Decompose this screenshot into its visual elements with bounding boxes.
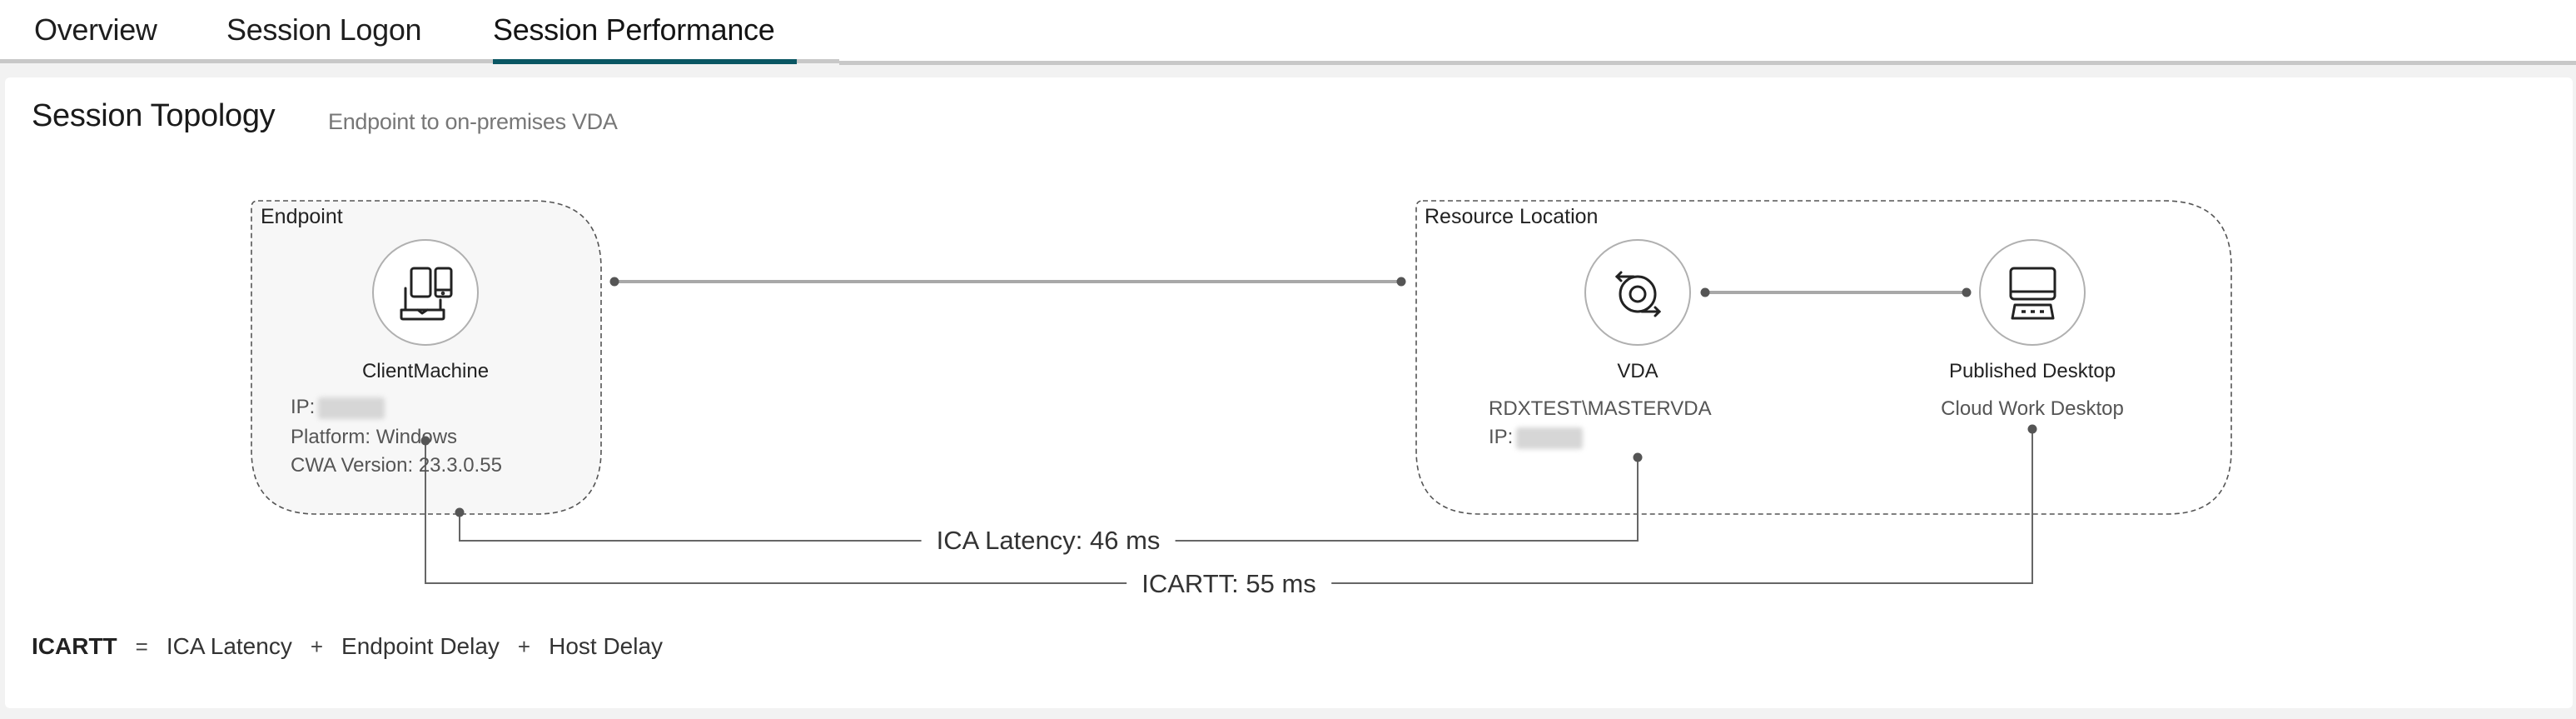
vda-ip-redacted xyxy=(1516,427,1584,449)
client-ip-label: IP: xyxy=(291,396,316,418)
icartt-end-dot xyxy=(2027,424,2037,434)
tab-session-logon[interactable]: Session Logon xyxy=(226,12,422,47)
ica-latency-start-dot xyxy=(455,507,465,517)
client-devices-icon xyxy=(400,267,453,321)
client-cwa-version: CWA Version: 23.3.0.55 xyxy=(291,454,502,477)
endpoint-group-box xyxy=(251,200,602,515)
client-ip: IP: xyxy=(291,396,385,419)
icartt-start-dot xyxy=(420,436,430,446)
connector-dot xyxy=(1700,287,1710,297)
resource-location-group-label: Resource Location xyxy=(1425,205,1599,228)
vda-machine: RDXTEST\MASTERVDA xyxy=(1489,397,1712,420)
ica-latency-end-dot xyxy=(1633,452,1643,462)
published-desktop-name: Published Desktop xyxy=(1948,360,2116,382)
active-tab-indicator xyxy=(493,59,797,64)
resource-location-group-box xyxy=(1415,200,2232,515)
vda-name: VDA xyxy=(1617,360,1658,382)
connector-dot xyxy=(1962,287,1972,297)
icartt-label: ICARTT: 55 ms xyxy=(1126,569,1331,599)
section-title: Session Topology xyxy=(32,98,276,133)
formula-plus: + xyxy=(517,633,531,659)
client-ip-redacted xyxy=(318,397,385,419)
vda-node[interactable] xyxy=(1584,239,1691,346)
endpoint-group-label: Endpoint xyxy=(261,205,343,228)
formula-equals: = xyxy=(135,633,148,659)
desktop-computer-icon xyxy=(2009,267,2056,320)
tab-bar: Overview Session Logon Session Performan… xyxy=(0,0,2576,61)
client-machine-name: ClientMachine xyxy=(361,360,490,382)
icartt-formula: ICARTT = ICA Latency + Endpoint Delay + … xyxy=(32,633,663,660)
tab-session-performance[interactable]: Session Performance xyxy=(493,12,775,47)
formula-result: ICARTT xyxy=(32,633,117,659)
tab-overview[interactable]: Overview xyxy=(34,12,157,47)
formula-term-ica-latency: ICA Latency xyxy=(166,633,292,659)
connector-dot xyxy=(609,277,619,287)
published-desktop-detail: Cloud Work Desktop xyxy=(1941,397,2124,420)
formula-term-endpoint-delay: Endpoint Delay xyxy=(341,633,500,659)
vda-ip: IP: xyxy=(1489,426,1584,449)
ica-latency-label: ICA Latency: 46 ms xyxy=(921,526,1176,556)
formula-term-host-delay: Host Delay xyxy=(549,633,664,659)
tab-divider-extension xyxy=(839,61,2576,65)
client-platform: Platform: Windows xyxy=(291,426,458,448)
tab-divider xyxy=(0,59,839,63)
connector-dot xyxy=(1396,277,1406,287)
vda-ip-label: IP: xyxy=(1489,426,1514,448)
section-subtitle: Endpoint to on-premises VDA xyxy=(328,109,618,134)
vda-sync-icon xyxy=(1614,271,1662,317)
client-machine-node[interactable] xyxy=(372,239,479,346)
formula-plus: + xyxy=(310,633,324,659)
